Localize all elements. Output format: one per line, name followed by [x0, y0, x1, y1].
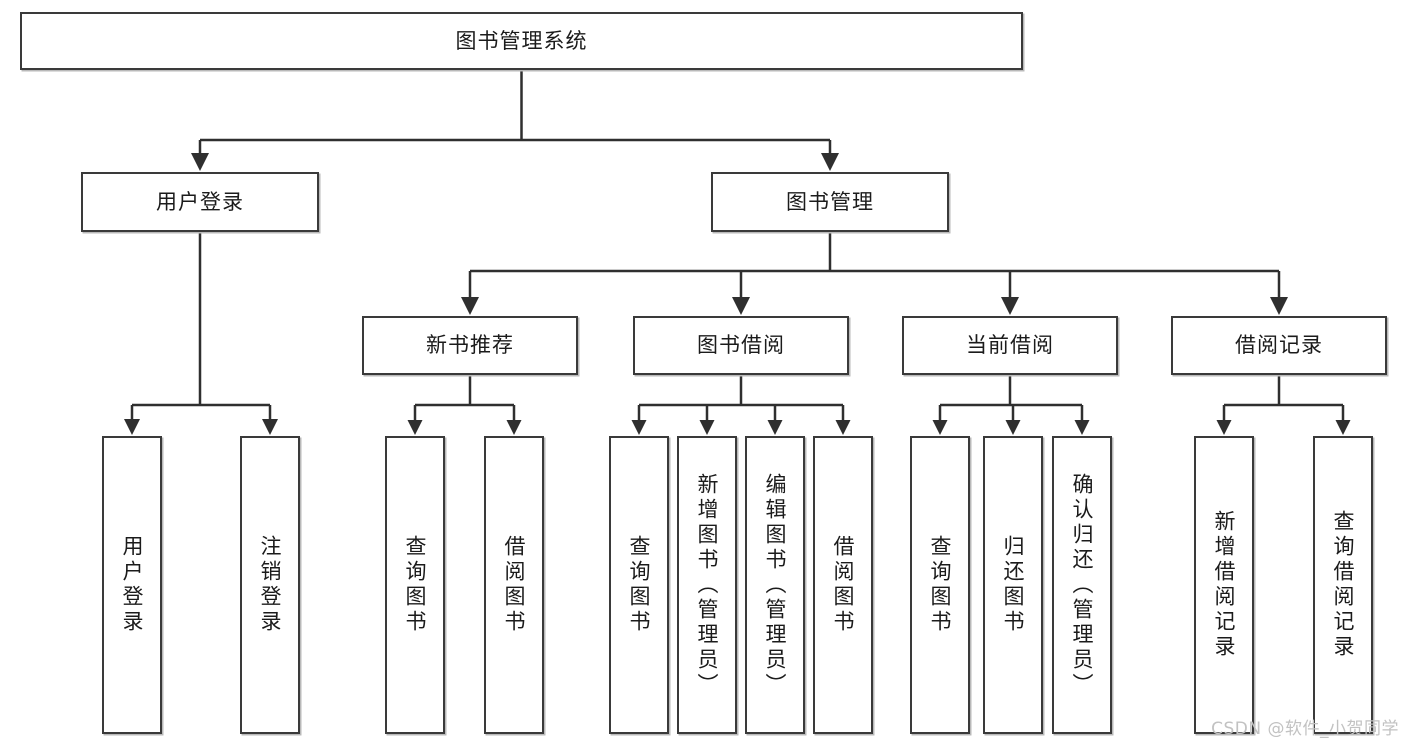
node-root-label: 图书管理系统: [455, 28, 588, 53]
leaf-label: 归还图书: [1001, 535, 1026, 635]
leaf-node[interactable]: 确认归还（管理员）: [1052, 436, 1112, 734]
node-book-management[interactable]: 图书管理: [711, 172, 949, 232]
node-user-login[interactable]: 用户登录: [81, 172, 319, 232]
leaf-label: 注销登录: [258, 535, 283, 635]
leaf-node[interactable]: 注销登录: [240, 436, 300, 734]
leaf-label: 借阅图书: [831, 535, 856, 635]
leaf-label: 查询借阅记录: [1331, 510, 1356, 660]
leaf-node[interactable]: 查询借阅记录: [1313, 436, 1373, 734]
leaf-label: 借阅图书: [502, 535, 527, 635]
watermark: CSDN @软件_小贺同学: [1211, 719, 1399, 739]
leaf-node[interactable]: 查询图书: [609, 436, 669, 734]
node-new-book-recommend[interactable]: 新书推荐: [362, 316, 578, 375]
node-root[interactable]: 图书管理系统: [20, 12, 1023, 70]
leaf-node[interactable]: 归还图书: [983, 436, 1043, 734]
node-user-login-label: 用户登录: [156, 189, 244, 214]
leaf-node[interactable]: 借阅图书: [813, 436, 873, 734]
leaf-label: 用户登录: [120, 535, 145, 635]
leaf-label: 新增借阅记录: [1212, 510, 1237, 660]
leaf-node[interactable]: 查询图书: [910, 436, 970, 734]
node-current-borrow-label: 当前借阅: [966, 333, 1054, 358]
leaf-label: 查询图书: [403, 535, 428, 635]
leaf-node[interactable]: 用户登录: [102, 436, 162, 734]
leaf-node[interactable]: 新增借阅记录: [1194, 436, 1254, 734]
leaf-label: 编辑图书（管理员）: [763, 472, 788, 698]
leaf-node[interactable]: 编辑图书（管理员）: [745, 436, 805, 734]
leaf-label: 查询图书: [627, 535, 652, 635]
leaf-label: 确认归还（管理员）: [1070, 472, 1095, 698]
leaf-node[interactable]: 借阅图书: [484, 436, 544, 734]
node-new-book-recommend-label: 新书推荐: [426, 333, 514, 358]
node-borrow-records[interactable]: 借阅记录: [1171, 316, 1387, 375]
node-book-borrow[interactable]: 图书借阅: [633, 316, 849, 375]
leaf-node[interactable]: 新增图书（管理员）: [677, 436, 737, 734]
leaf-node[interactable]: 查询图书: [385, 436, 445, 734]
node-book-management-label: 图书管理: [786, 189, 874, 214]
node-borrow-records-label: 借阅记录: [1235, 333, 1323, 358]
leaf-label: 新增图书（管理员）: [695, 472, 720, 698]
node-book-borrow-label: 图书借阅: [697, 333, 785, 358]
node-current-borrow[interactable]: 当前借阅: [902, 316, 1118, 375]
leaf-label: 查询图书: [928, 535, 953, 635]
